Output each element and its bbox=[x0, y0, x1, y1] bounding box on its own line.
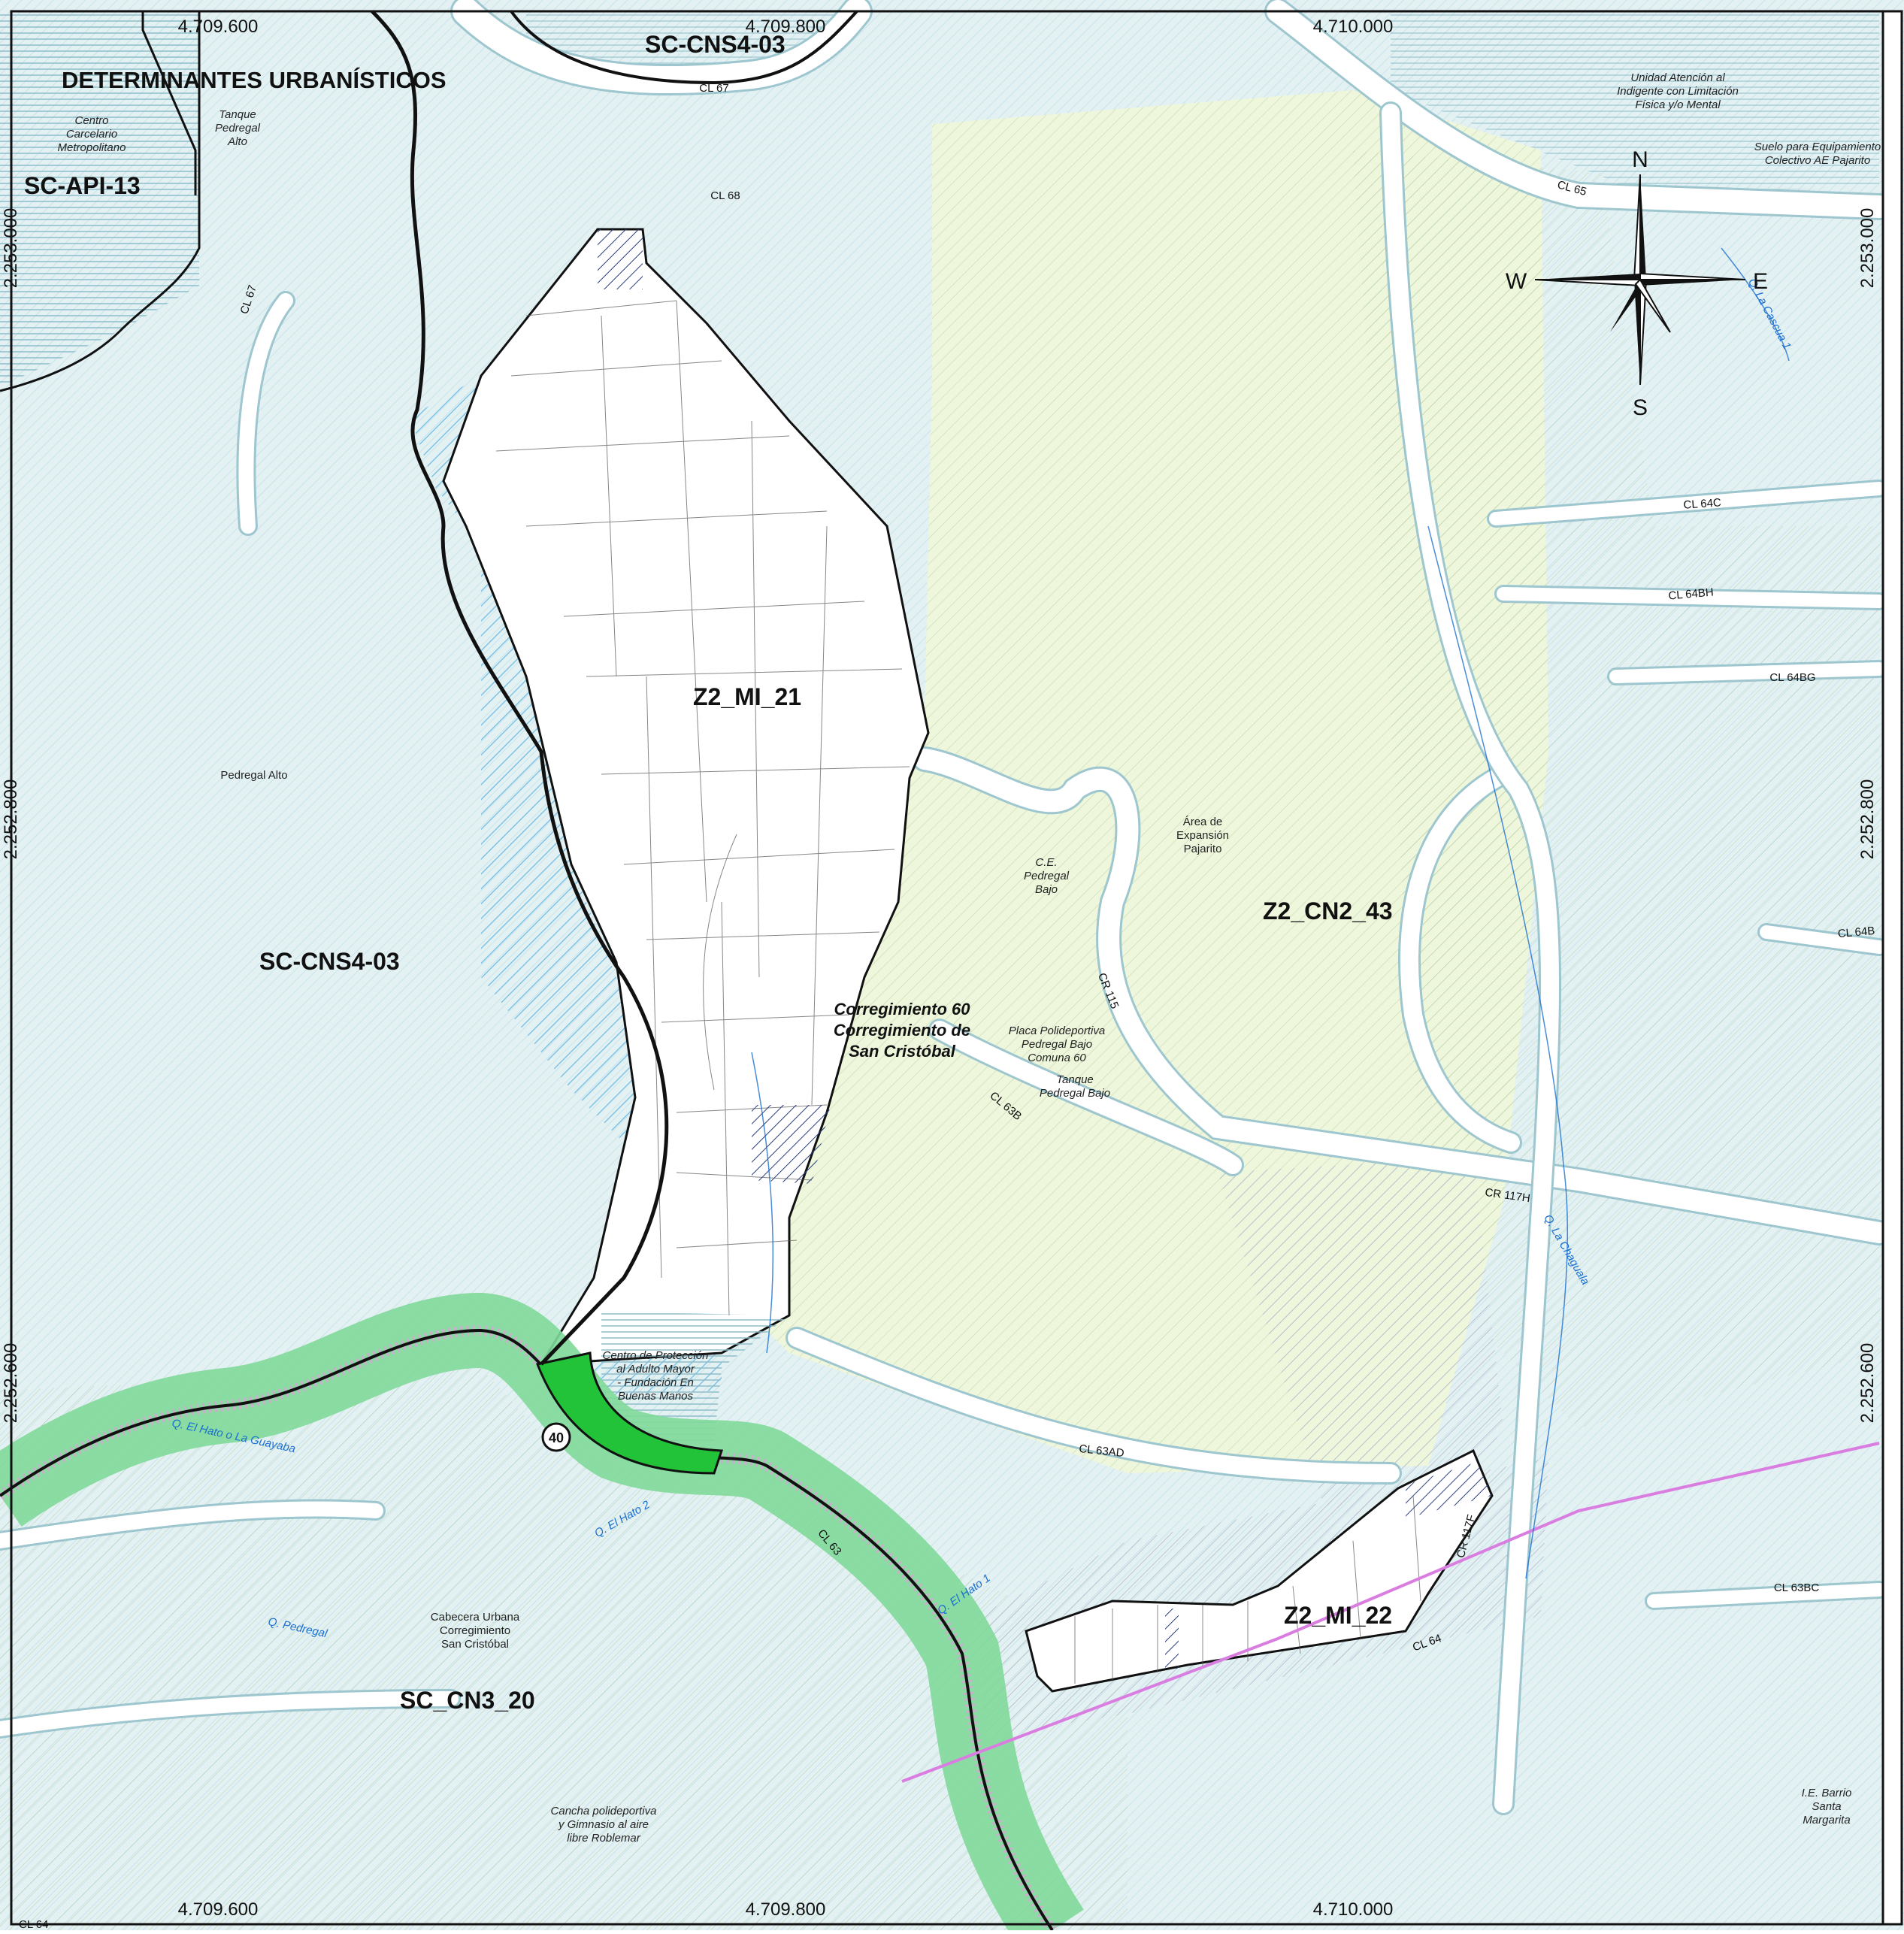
zone-label-z2-cn2-43: Z2_CN2_43 bbox=[1263, 897, 1393, 925]
coord-right-3: 2.252.600 bbox=[1857, 1343, 1878, 1424]
place-cancha-1: Cancha polideportiva bbox=[551, 1805, 657, 1817]
coord-left-1: 2.253.000 bbox=[1, 208, 21, 289]
road-network bbox=[0, 0, 1893, 1815]
place-placa-3: Comuna 60 bbox=[1028, 1052, 1086, 1064]
place-cancha-3: libre Roblemar bbox=[567, 1832, 641, 1845]
place-ie-barrio-3: Margarita bbox=[1803, 1814, 1850, 1827]
map-title: DETERMINANTES URBANÍSTICOS bbox=[62, 67, 446, 93]
place-centro-proteccion-2: al Adulto Mayor bbox=[616, 1363, 695, 1376]
zone-label-sc-cns4-03: SC-CNS4-03 bbox=[259, 948, 400, 975]
street-label: CL 64B bbox=[1837, 925, 1875, 940]
route-marker-label: 40 bbox=[549, 1430, 564, 1445]
corregimiento-line-2: Corregimiento de bbox=[834, 1021, 970, 1040]
place-ce-pedregal-1: C.E. bbox=[1035, 856, 1057, 869]
place-unidad-atencion-2: Indigente con Limitación bbox=[1617, 85, 1739, 98]
coord-right-2: 2.252.800 bbox=[1857, 779, 1878, 860]
street-label: CL 64BH bbox=[1668, 586, 1715, 602]
corregimiento-line-1: Corregimiento 60 bbox=[834, 1000, 971, 1018]
coord-top-2: 4.709.800 bbox=[746, 17, 826, 37]
place-centro-carcelario-3: Metropolitano bbox=[58, 141, 126, 154]
street-label: CL 64 bbox=[19, 1918, 48, 1930]
boundary-lines bbox=[0, 10, 858, 1366]
place-ie-barrio-1: I.E. Barrio bbox=[1802, 1787, 1852, 1799]
place-unidad-atencion-3: Física y/o Mental bbox=[1635, 98, 1721, 111]
place-centro-proteccion-4: Buenas Manos bbox=[618, 1390, 694, 1403]
zone-labels: SC-API-13 SC-CNS4-03 SC-CNS4-03 Z2_MI_21… bbox=[24, 31, 1393, 1714]
place-centro-carcelario-2: Carcelario bbox=[66, 128, 117, 141]
place-tanque-bajo-1: Tanque bbox=[1056, 1073, 1094, 1086]
place-tanque-alto-1: Tanque bbox=[219, 108, 256, 121]
north-arrow-icon: N S E W bbox=[1506, 147, 1768, 420]
zone-label-z2-mi-22: Z2_MI_22 bbox=[1284, 1602, 1392, 1629]
place-centro-proteccion-3: - Fundación En bbox=[617, 1376, 694, 1389]
street-label: CL 63AD bbox=[1079, 1442, 1125, 1460]
zone-polygon-z2-mi-21[interactable] bbox=[442, 228, 930, 1366]
place-centro-proteccion-1: Centro de Protección bbox=[603, 1349, 709, 1362]
place-cabecera-2: Corregimiento bbox=[440, 1624, 510, 1637]
coord-bottom-2: 4.709.800 bbox=[746, 1899, 826, 1920]
place-ie-barrio-2: Santa bbox=[1812, 1800, 1841, 1813]
stream-lines bbox=[751, 247, 1790, 1579]
blue-hatch-strip bbox=[410, 376, 722, 1398]
place-tanque-alto-3: Alto bbox=[227, 135, 247, 148]
place-area-expansion-3: Pajarito bbox=[1184, 843, 1222, 855]
zone-label-sc-cns4-03-top: SC-CNS4-03 bbox=[645, 31, 786, 58]
street-label: CL 64BG bbox=[1769, 671, 1815, 684]
coord-bottom-3: 4.710.000 bbox=[1313, 1899, 1394, 1920]
coord-left-3: 2.252.600 bbox=[1, 1343, 21, 1424]
highlight-green-area[interactable] bbox=[535, 1351, 724, 1475]
street-label: CL 63BC bbox=[1774, 1581, 1819, 1594]
compass-s: S bbox=[1633, 395, 1648, 420]
zone-label-sc-api-13: SC-API-13 bbox=[24, 172, 141, 199]
coord-top-3: 4.710.000 bbox=[1313, 17, 1394, 37]
legend-strip bbox=[1881, 10, 1903, 1926]
place-ce-pedregal-2: Pedregal bbox=[1024, 870, 1070, 882]
place-ce-pedregal-3: Bajo bbox=[1035, 883, 1058, 896]
place-cancha-2: y Gimnasio al aire bbox=[558, 1818, 649, 1831]
coordinate-labels: 4.709.600 4.709.800 4.710.000 4.709.600 … bbox=[1, 17, 1878, 1920]
place-area-expansion-1: Área de bbox=[1183, 816, 1223, 828]
coord-top-1: 4.709.600 bbox=[178, 17, 259, 37]
place-placa-1: Placa Polideportiva bbox=[1009, 1025, 1105, 1037]
street-label: CL 68 bbox=[710, 189, 740, 202]
place-tanque-alto-2: Pedregal bbox=[215, 122, 261, 135]
place-unidad-atencion-1: Unidad Atención al bbox=[1630, 71, 1725, 84]
coord-right-1: 2.253.000 bbox=[1857, 208, 1878, 289]
zone-label-z2-mi-21: Z2_MI_21 bbox=[693, 683, 801, 710]
coord-left-2: 2.252.800 bbox=[1, 779, 21, 860]
place-cabecera-3: San Cristóbal bbox=[441, 1638, 509, 1651]
zone-label-sc-cn3-20: SC_CN3_20 bbox=[400, 1687, 535, 1714]
place-placa-2: Pedregal Bajo bbox=[1022, 1038, 1092, 1051]
corregimiento-line-3: San Cristóbal bbox=[849, 1042, 956, 1061]
power-line bbox=[901, 1442, 1880, 1783]
place-suelo-equip-2: Colectivo AE Pajarito bbox=[1765, 154, 1870, 167]
compass-n: N bbox=[1632, 147, 1648, 172]
navy-patch bbox=[598, 229, 643, 289]
street-label: CL 67 bbox=[699, 82, 728, 95]
place-cabecera-1: Cabecera Urbana bbox=[431, 1611, 520, 1624]
place-pedregal-alto: Pedregal Alto bbox=[220, 769, 287, 782]
compass-e: E bbox=[1753, 269, 1768, 294]
coord-bottom-1: 4.709.600 bbox=[178, 1899, 259, 1920]
street-label: CL 64C bbox=[1683, 496, 1722, 511]
route-marker-40[interactable]: 40 bbox=[541, 1422, 571, 1452]
place-tanque-bajo-2: Pedregal Bajo bbox=[1040, 1087, 1110, 1100]
compass-w: W bbox=[1506, 269, 1527, 294]
place-suelo-equip-1: Suelo para Equipamiento bbox=[1754, 141, 1881, 153]
place-centro-carcelario-1: Centro bbox=[74, 114, 108, 127]
zone-area-api bbox=[0, 11, 199, 387]
place-labels: Centro Carcelario Metropolitano Tanque P… bbox=[58, 71, 1881, 1845]
place-area-expansion-2: Expansión bbox=[1176, 829, 1229, 842]
